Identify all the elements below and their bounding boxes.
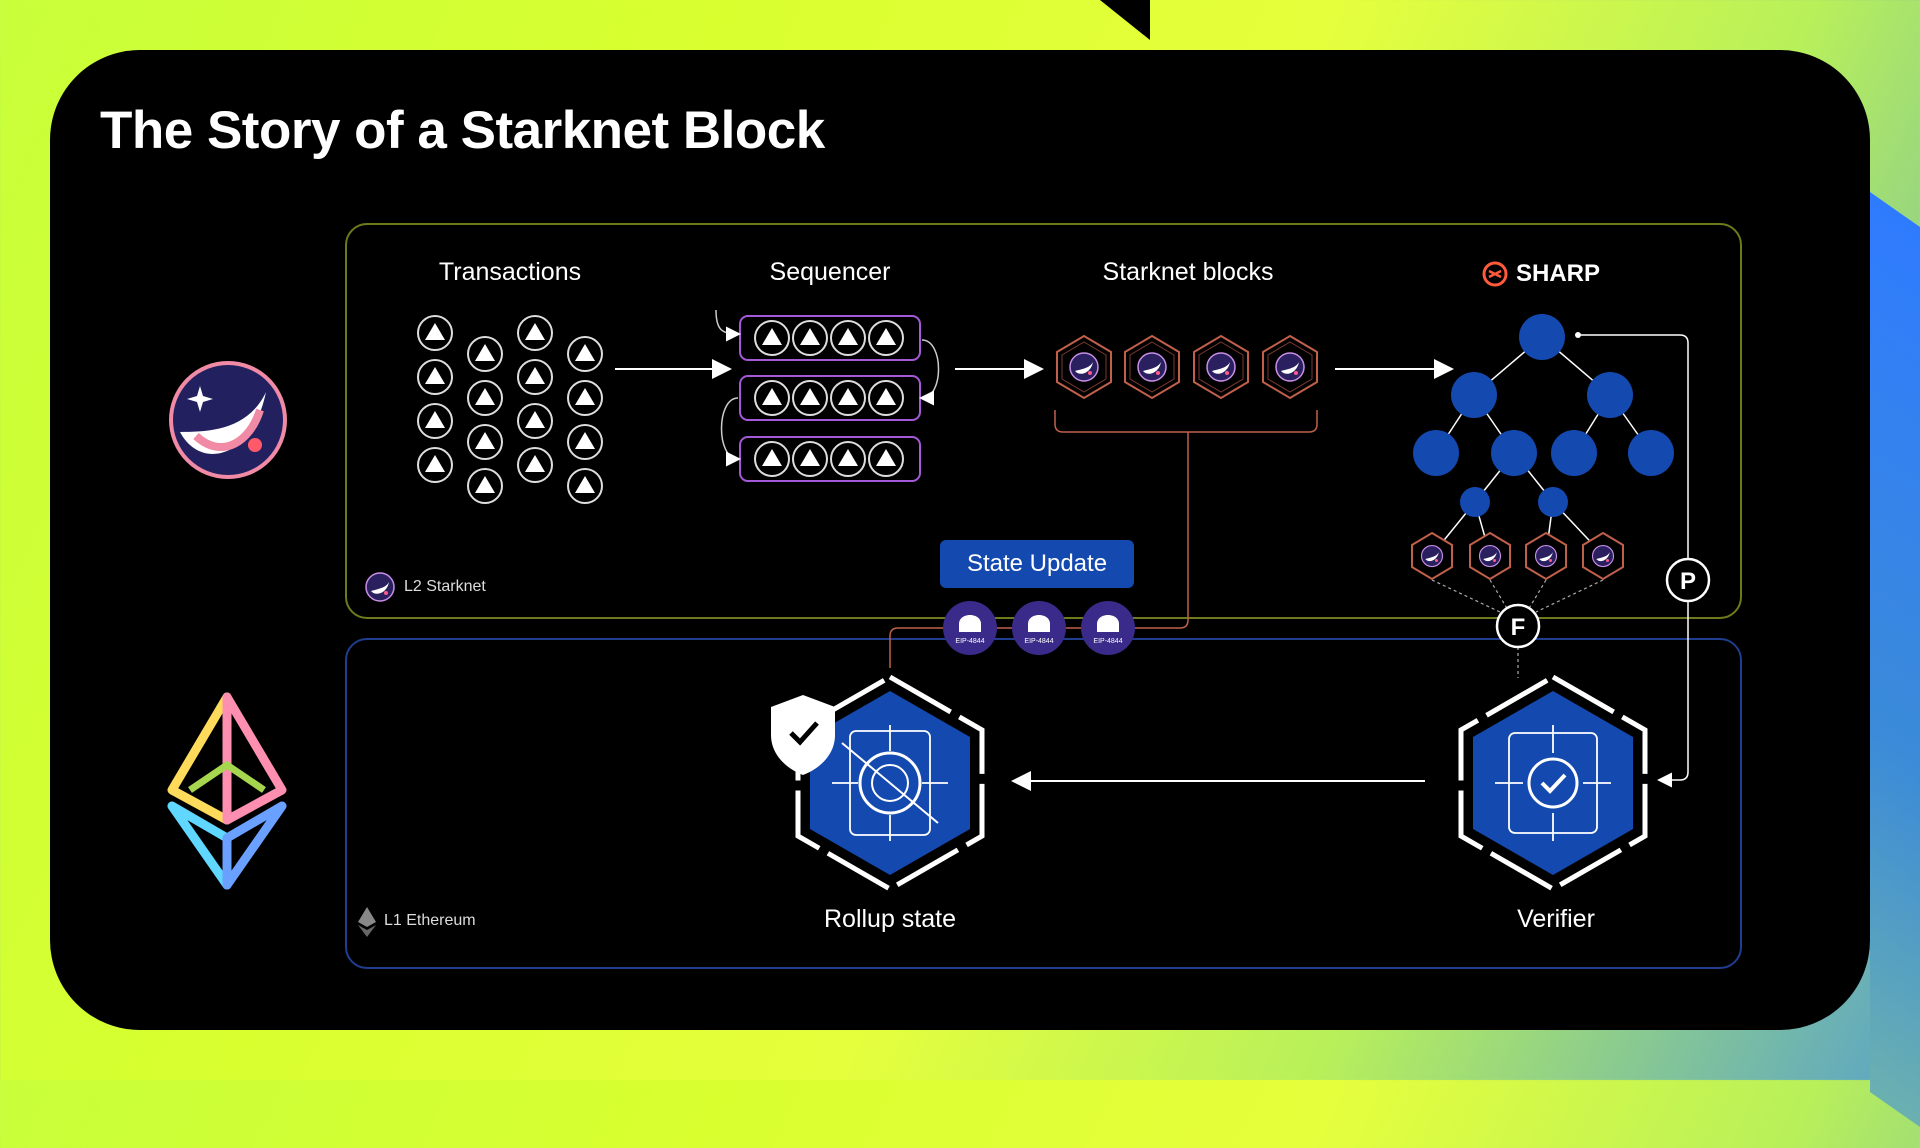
- l1-ethereum-icon: [358, 907, 376, 937]
- flow-diagram: F P EIP-4844 EIP-4844 EIP-4844: [167, 309, 1711, 937]
- verifier-hexagon: [1458, 674, 1648, 892]
- ethereum-logo: [167, 692, 287, 890]
- l2-starknet-icon: [365, 572, 395, 602]
- rollup-state-label: Rollup state: [823, 905, 957, 933]
- l2-layer-label: L2 Starknet: [404, 578, 486, 595]
- starknet-logo: [169, 361, 287, 479]
- background-triangle: [1100, 0, 1150, 40]
- page-title: The Story of a Starknet Block: [100, 101, 825, 160]
- rollup-state-hexagon: [795, 674, 985, 892]
- sharp-header: SHARP: [1482, 260, 1600, 288]
- proof-node: P: [1665, 557, 1711, 603]
- blob-label: EIP-4844: [1024, 638, 1053, 645]
- blob-label: EIP-4844: [955, 638, 984, 645]
- l1-layer-label: L1 Ethereum: [384, 912, 476, 929]
- proof-path: [1578, 334, 1689, 788]
- state-update-badge: State Update: [940, 540, 1134, 588]
- eip-4844-blobs: EIP-4844 EIP-4844 EIP-4844: [943, 601, 1135, 655]
- verifier-label: Verifier: [1517, 905, 1595, 933]
- sharp-icon: [1482, 261, 1508, 287]
- sequencer-queue: [715, 309, 940, 482]
- fact-label: F: [1511, 614, 1526, 641]
- sequencer-label: Sequencer: [769, 258, 891, 286]
- transactions-grid: [417, 315, 603, 504]
- sharp-label: SHARP: [1516, 260, 1601, 287]
- proof-label: P: [1680, 568, 1696, 595]
- sharp-proof-tree: [1413, 314, 1674, 556]
- starknet-blocks-label: Starknet blocks: [1102, 258, 1274, 286]
- sharp-leaf-blocks: [1412, 533, 1623, 678]
- blob-label: EIP-4844: [1093, 638, 1122, 645]
- shield-check-icon: [771, 695, 835, 775]
- fact-node: F: [1495, 603, 1541, 649]
- transactions-label: Transactions: [438, 258, 582, 286]
